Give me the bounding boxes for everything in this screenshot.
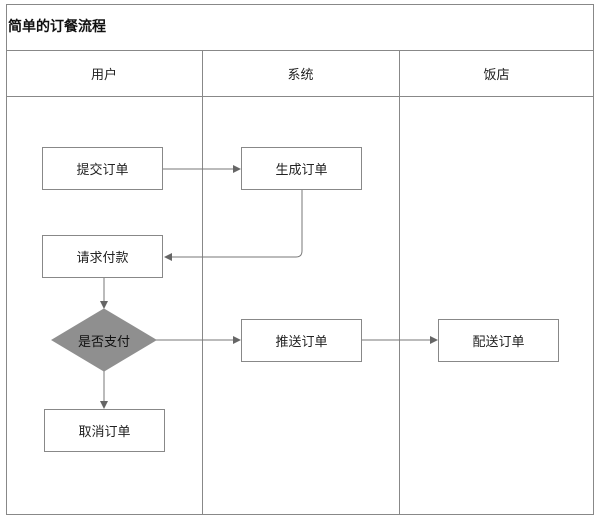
node-generate-order: 生成订单 [241, 147, 362, 190]
node-submit-order: 提交订单 [42, 147, 163, 190]
lane-divider-2 [399, 50, 400, 515]
diagram-frame [6, 4, 594, 515]
diagram-title: 简单的订餐流程 [8, 19, 106, 35]
lane-label-restaurant: 饭店 [483, 68, 510, 83]
lane-divider-1 [202, 50, 203, 515]
node-request-payment: 请求付款 [42, 235, 163, 278]
node-deliver-order: 配送订单 [438, 319, 559, 362]
node-push-order: 推送订单 [241, 319, 362, 362]
node-is-paid-label: 是否支付 [77, 335, 130, 350]
edge-generate-to-request [164, 190, 303, 261]
lane-header-separator [6, 96, 594, 97]
title-separator [6, 50, 594, 51]
lane-label-user: 用户 [90, 68, 117, 83]
node-cancel-order: 取消订单 [44, 409, 165, 452]
lane-label-system: 系统 [287, 68, 314, 83]
